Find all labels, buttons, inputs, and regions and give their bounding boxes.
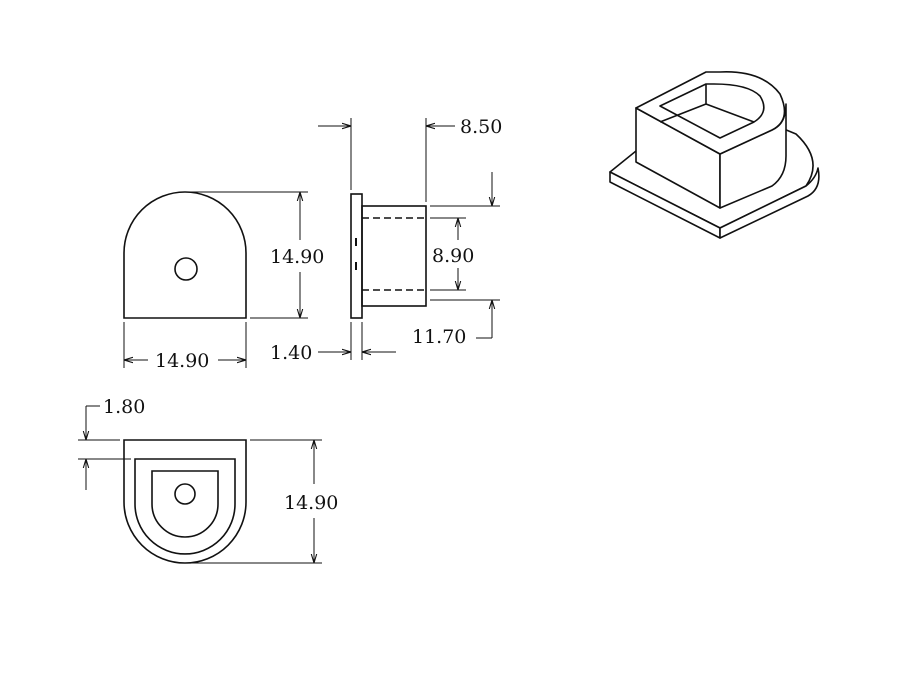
side-bore-label: 8.90 xyxy=(432,245,474,267)
top-dims xyxy=(78,405,322,564)
front-dims xyxy=(123,191,308,368)
front-view-hole xyxy=(174,257,198,281)
top-view-mid xyxy=(134,458,236,555)
front-view xyxy=(123,191,247,319)
side-view-body xyxy=(361,205,427,307)
front-height-label: 14.90 xyxy=(270,246,324,268)
isometric-view xyxy=(609,71,820,239)
top-view xyxy=(123,439,247,564)
side-view-flange xyxy=(350,193,363,319)
top-height-label: 14.90 xyxy=(284,492,338,514)
side-view xyxy=(350,193,427,319)
iso-body-inner-wall xyxy=(659,84,755,123)
front-view-outline xyxy=(123,191,247,319)
top-view-hole xyxy=(174,483,196,505)
top-view-inner xyxy=(151,470,219,538)
iso-body-opening xyxy=(659,83,765,139)
side-flange-label: 1.40 xyxy=(270,342,312,364)
front-width-label: 14.90 xyxy=(155,350,209,372)
iso-base-right-face xyxy=(719,167,820,239)
side-dims xyxy=(318,118,500,360)
side-height-label: 11.70 xyxy=(412,326,466,348)
top-wall-label: 1.80 xyxy=(103,396,145,418)
side-depth-label: 8.50 xyxy=(460,116,502,138)
